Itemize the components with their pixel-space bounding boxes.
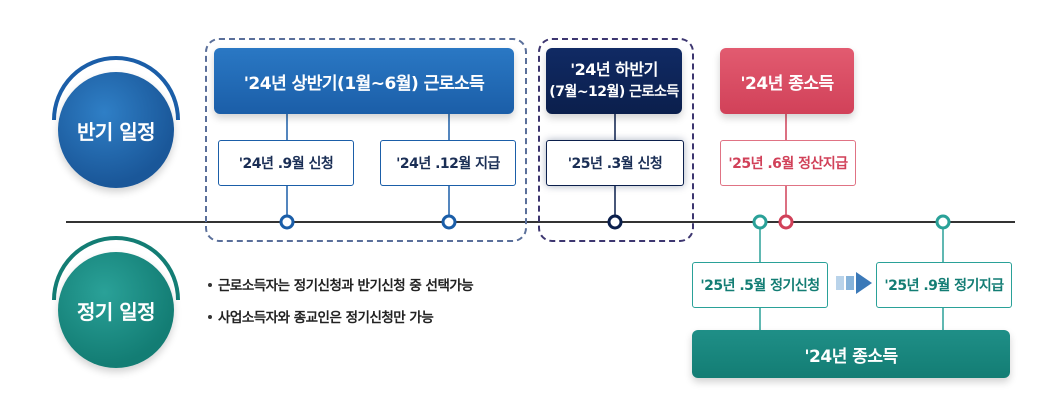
h2-apply-box: '25년 .3월 신청	[546, 140, 684, 186]
note-bullet	[208, 315, 212, 319]
regular-total-income-bar: '24년 종소득	[692, 330, 1010, 378]
second-half-header-line1: '24년 하반기	[570, 60, 658, 79]
node-h2-apply	[607, 214, 623, 230]
first-half-group	[205, 38, 527, 242]
regular-apply-box: '25년 .5월 정기신청	[692, 262, 828, 308]
first-half-header: '24년 상반기(1월~6월) 근로소득	[214, 48, 514, 114]
total-settle-box: '25년 .6월 정산지급	[720, 140, 856, 186]
regular-badge: 정기 일정	[58, 252, 174, 368]
second-half-header: '24년 하반기 (7월~12월) 근로소득	[546, 48, 682, 114]
second-half-header-line2: (7월~12월) 근로소득	[549, 84, 679, 100]
regular-pay-box: '25년 .9월 정기지급	[876, 262, 1012, 308]
h1-pay-box: '24년 .12월 지급	[380, 140, 516, 186]
node-regular-apply	[752, 214, 768, 230]
note-bullet	[208, 283, 212, 287]
badge-arc-regular	[52, 236, 180, 301]
note-line: 근로소득자는 정기신청과 반기신청 중 선택가능	[218, 278, 474, 294]
badge-arc-semiannual	[52, 56, 180, 121]
node-h1-pay	[441, 214, 457, 230]
h1-apply-box: '24년 .9월 신청	[218, 140, 354, 186]
right-arrow-icon	[836, 272, 872, 294]
node-total	[778, 214, 794, 230]
node-h1-apply	[279, 214, 295, 230]
node-regular-pay	[935, 214, 951, 230]
note-line: 사업소득자와 종교인은 정기신청만 가능	[218, 310, 434, 326]
semiannual-badge: 반기 일정	[58, 72, 174, 188]
second-half-group	[538, 38, 694, 242]
total-income-header: '24년 종소득	[720, 48, 854, 114]
